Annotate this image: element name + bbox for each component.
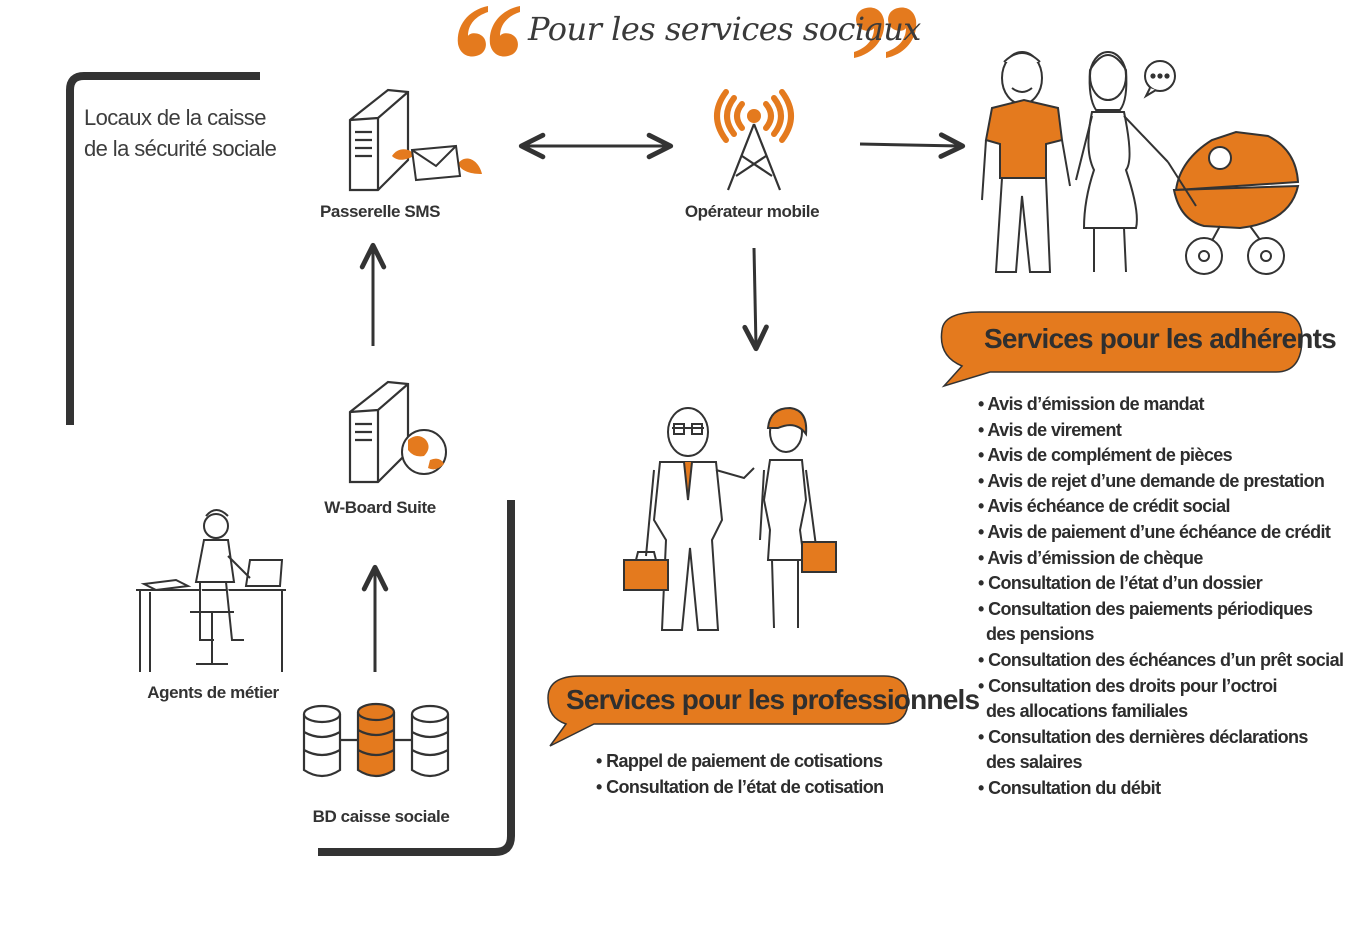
members-service-item: • Avis de rejet d’une demande de prestat… bbox=[978, 469, 1343, 495]
members-service-item: • Avis de paiement d’une échéance de cré… bbox=[978, 520, 1343, 546]
agents-label: Agents de métier bbox=[147, 683, 279, 703]
members-service-item: • Avis d’émission de chèque bbox=[978, 546, 1343, 572]
antenna-icon bbox=[717, 92, 791, 190]
professionals-service-item: • Rappel de paiement de cotisations bbox=[596, 749, 884, 775]
members-service-item: • Consultation des échéances d’un prêt s… bbox=[978, 648, 1343, 674]
mobile-operator-label: Opérateur mobile bbox=[685, 202, 819, 222]
members-service-item: • Consultation des paiements périodiques… bbox=[978, 597, 1343, 648]
professionals-service-item: • Consultation de l’état de cotisation bbox=[596, 775, 884, 801]
server-icon bbox=[350, 90, 408, 190]
members-title: Services pour les adhérents bbox=[984, 323, 1336, 355]
members-service-item: • Consultation du débit bbox=[978, 776, 1343, 802]
caisse-frame-bottom bbox=[318, 500, 511, 852]
caisse-label: Locaux de la caisse de la sécurité socia… bbox=[84, 102, 276, 164]
page-title: Pour les services sociaux bbox=[528, 10, 921, 48]
members-service-item: • Avis de virement bbox=[978, 418, 1343, 444]
members-service-item: • Avis de complément de pièces bbox=[978, 443, 1343, 469]
members-service-item: • Avis d’émission de mandat bbox=[978, 392, 1343, 418]
sms-gateway-label: Passerelle SMS bbox=[320, 202, 440, 222]
arrow-operator-family bbox=[860, 144, 960, 146]
members-service-item: • Avis échéance de crédit social bbox=[978, 494, 1343, 520]
caisse-label-line1: Locaux de la caisse bbox=[84, 102, 276, 133]
agent-illustration bbox=[136, 510, 286, 672]
members-service-item: • Consultation des dernières déclaration… bbox=[978, 725, 1343, 776]
professionals-services-list: • Rappel de paiement de cotisations• Con… bbox=[596, 749, 884, 800]
database-label: BD caisse sociale bbox=[313, 807, 450, 827]
quote-open-icon bbox=[458, 6, 520, 57]
globe-icon bbox=[402, 430, 446, 474]
server-icon bbox=[350, 382, 408, 482]
professionals-title: Services pour les professionnels bbox=[566, 684, 979, 716]
members-services-list: • Avis d’émission de mandat• Avis de vir… bbox=[978, 392, 1343, 802]
caisse-label-line2: de la sécurité sociale bbox=[84, 133, 276, 164]
arrow-operator-pros bbox=[754, 248, 756, 346]
family-illustration bbox=[982, 52, 1298, 274]
database-icon bbox=[304, 704, 448, 776]
members-service-item: • Consultation de l’état d’un dossier bbox=[978, 571, 1343, 597]
professionals-illustration bbox=[624, 408, 836, 630]
wboard-label: W-Board Suite bbox=[324, 498, 436, 518]
